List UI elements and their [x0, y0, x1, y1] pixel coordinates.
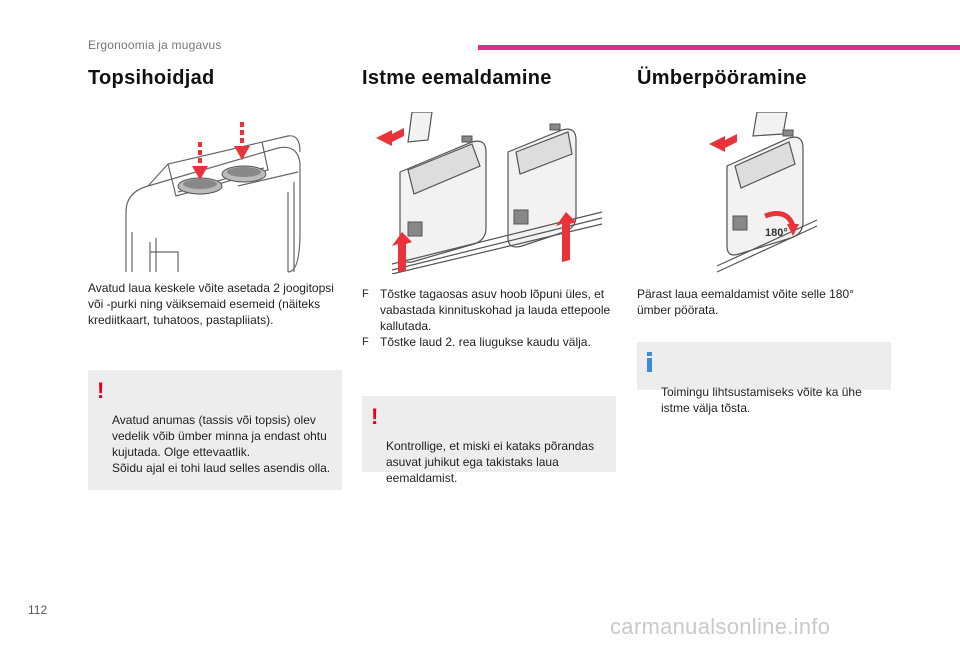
- heading-umberpooramine: Ümberpööramine: [637, 67, 807, 89]
- warning-icon: !: [371, 404, 379, 429]
- step-marker-2: F: [362, 336, 369, 348]
- rotation-text: Pärast laua eemaldamist võite selle 180°…: [637, 287, 854, 317]
- page-number: 112: [28, 603, 48, 617]
- warning-box-cups: ! Avatud anumas (tassis või topsis) olev…: [88, 370, 342, 490]
- step-marker-1: F: [362, 288, 369, 300]
- column-umberpooramine: Ümberpööramine 180° Pärast laua eemalda: [637, 66, 891, 415]
- heading-eemaldamine: Istme eemaldamine: [362, 67, 552, 89]
- warning-box-removal: ! Kontrollige, et miski ei kataks põrand…: [362, 396, 616, 485]
- section-header: Ergonoomia ja mugavus: [88, 38, 222, 52]
- watermark: carmanualsonline.info: [610, 614, 831, 639]
- rotation-label: 180°: [765, 227, 788, 239]
- warning-text-cups: Avatud anumas (tassis või topsis) olev v…: [112, 413, 331, 475]
- heading-topsihoidjad: Topsihoidjad: [88, 67, 215, 89]
- warning-icon: !: [97, 378, 105, 403]
- info-icon: [647, 352, 652, 372]
- column-topsihoidjad: Topsihoidjad Avatu: [88, 66, 342, 490]
- section-accent-bar: [478, 45, 960, 50]
- info-box-rotation: Toimingu lihtsustamiseks võite ka ühe is…: [637, 342, 891, 415]
- warning-text-removal: Kontrollige, et miski ei kataks põrandas…: [386, 439, 595, 485]
- column-eemaldamine: Istme eemaldamine: [362, 66, 616, 485]
- cup-holder-illustration: [88, 112, 342, 274]
- cup-holder-text: Avatud laua keskele võite asetada 2 joog…: [88, 281, 334, 327]
- seat-rotation-illustration: 180°: [637, 112, 891, 274]
- info-text-rotation: Toimingu lihtsustamiseks võite ka ühe is…: [661, 385, 862, 415]
- seat-removal-illustration: [362, 112, 616, 274]
